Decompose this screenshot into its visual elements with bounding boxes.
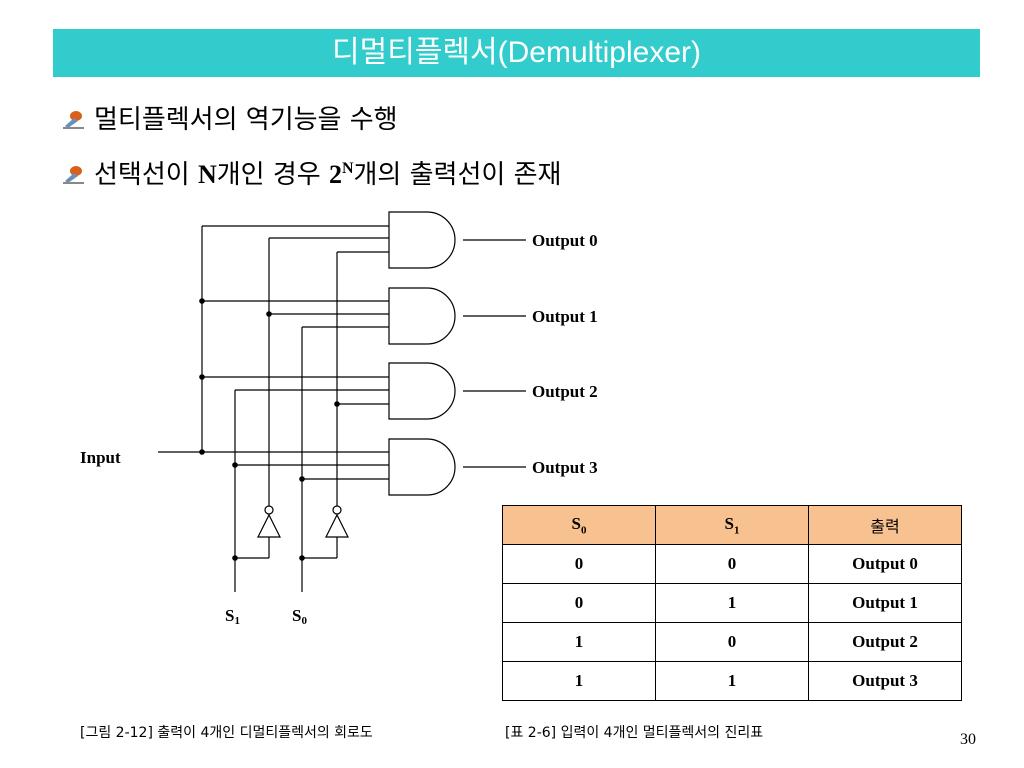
- table-cell: Output 2: [808, 622, 962, 662]
- table-cell: 0: [655, 544, 809, 584]
- truth-table: S0 S1 출력 0 0 Output 0 0 1 Output 1 1 0 O…: [502, 505, 962, 701]
- output-label-0: Output 0: [532, 231, 598, 250]
- pen-bullet-icon: [62, 104, 86, 138]
- bullet-2: 선택선이 N개인 경우 2N개의 출력선이 존재: [62, 152, 561, 193]
- not-gate-s1: [257, 513, 281, 538]
- header-output: 출력: [808, 505, 962, 545]
- bullet-2-pre: 선택선이: [94, 160, 198, 190]
- bullet-1: 멀티플렉서의 역기능을 수행: [62, 103, 398, 138]
- table-caption: [표 2-6] 입력이 4개인 멀티플렉서의 진리표: [505, 725, 764, 741]
- bullet-2-n: N: [197, 160, 217, 189]
- title-english: (Demultiplexer): [497, 36, 701, 69]
- figure-caption: [그림 2-12] 출력이 4개인 디멀티플렉서의 회로도: [80, 725, 373, 741]
- title-bar: 디멀티플렉서(Demultiplexer): [53, 29, 980, 77]
- bullet-2-two: 2: [328, 160, 342, 189]
- output-label-3: Output 3: [532, 458, 598, 477]
- and-gate-1: [388, 287, 456, 345]
- select-label-s1: S1: [225, 606, 240, 627]
- table-row: 0 0 Output 0: [502, 544, 962, 584]
- table-cell: Output 0: [808, 544, 962, 584]
- table-cell: 1: [502, 661, 656, 701]
- slide-title: 디멀티플렉서(Demultiplexer): [53, 33, 980, 73]
- table-cell: 1: [655, 583, 809, 623]
- and-gate-3: [388, 438, 456, 496]
- header-s1: S1: [655, 505, 809, 545]
- output-label-2: Output 2: [532, 382, 598, 401]
- table-row: 0 1 Output 1: [502, 583, 962, 623]
- table-cell: Output 1: [808, 583, 962, 623]
- header-s0: S0: [502, 505, 656, 545]
- table-cell: Output 3: [808, 661, 962, 701]
- and-gate-0: [388, 211, 456, 269]
- input-label: Input: [80, 448, 121, 467]
- bullet-1-text: 멀티플렉서의 역기능을 수행: [94, 105, 398, 135]
- title-korean: 디멀티플렉서: [332, 35, 498, 70]
- pen-bullet-icon: [62, 159, 86, 193]
- table-row: 1 1 Output 3: [502, 661, 962, 701]
- not-gate-s0: [325, 513, 349, 538]
- table-header-row: S0 S1 출력: [502, 505, 962, 545]
- page-number: 30: [960, 731, 976, 748]
- table-row: 1 0 Output 2: [502, 622, 962, 662]
- and-gate-2: [388, 362, 456, 420]
- table-cell: 0: [655, 622, 809, 662]
- table-cell: 0: [502, 583, 656, 623]
- select-label-s0: S0: [292, 606, 307, 627]
- table-cell: 1: [655, 661, 809, 701]
- output-label-1: Output 1: [532, 307, 598, 326]
- bullet-2-post: 개의 출력선이 존재: [353, 160, 562, 190]
- table-cell: 1: [502, 622, 656, 662]
- bullet-2-sup: N: [341, 160, 354, 177]
- table-cell: 0: [502, 544, 656, 584]
- bullet-2-mid: 개인 경우: [216, 160, 329, 190]
